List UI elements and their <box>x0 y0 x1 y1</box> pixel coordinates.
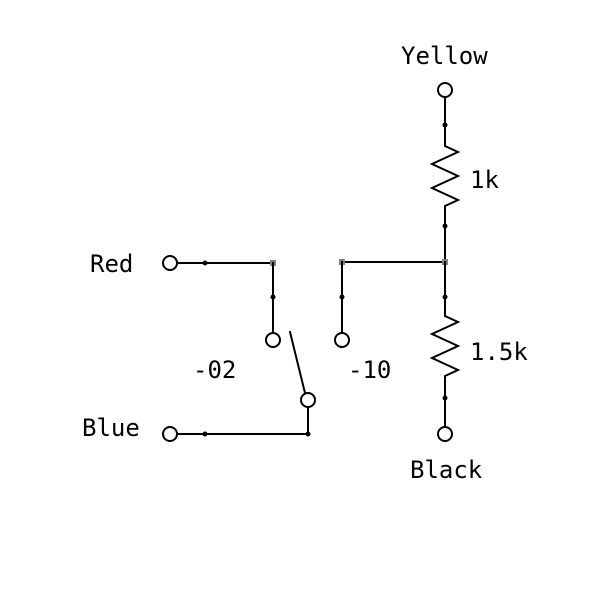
switch-contact-10 <box>334 259 350 348</box>
junction-dot <box>442 122 448 128</box>
contact-10-terminal[interactable] <box>334 332 350 348</box>
junction-dot <box>202 260 208 266</box>
resistor-1.5k <box>429 311 461 381</box>
junction-dot <box>442 395 448 401</box>
label-red: Red <box>90 250 133 278</box>
junction-dot <box>442 294 448 300</box>
label-blue: Blue <box>82 414 140 442</box>
label-1k: 1k <box>470 166 499 194</box>
label-switch-02: -02 <box>193 356 236 384</box>
junction-dot <box>202 431 208 437</box>
label-yellow: Yellow <box>401 42 488 70</box>
label-1.5k: 1.5k <box>470 338 528 366</box>
resistor-1k <box>429 139 461 211</box>
red-branch <box>162 255 281 348</box>
label-black: Black <box>410 456 483 484</box>
blue-terminal[interactable] <box>162 426 178 442</box>
yellow-branch <box>429 82 461 263</box>
junction-dot <box>270 294 276 300</box>
switch-lever[interactable] <box>288 330 307 395</box>
contact-02-terminal[interactable] <box>265 332 281 348</box>
blue-branch <box>162 330 316 442</box>
red-terminal[interactable] <box>162 255 178 271</box>
switch-common-terminal[interactable] <box>300 392 316 408</box>
junction-dot <box>339 294 345 300</box>
yellow-terminal[interactable] <box>437 82 453 98</box>
junction-dot <box>442 223 448 229</box>
black-terminal[interactable] <box>437 426 453 442</box>
label-switch-10: -10 <box>348 356 391 384</box>
black-branch <box>341 259 461 442</box>
